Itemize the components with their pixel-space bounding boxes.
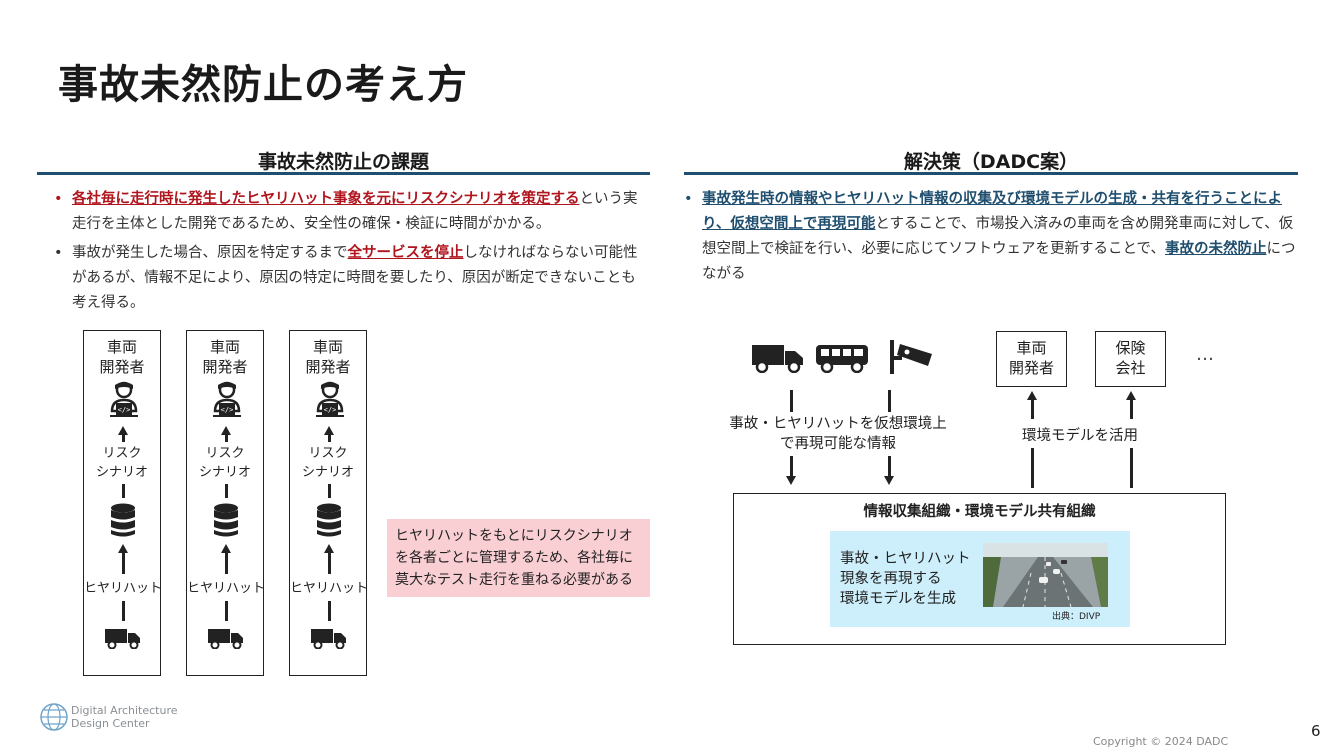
simulation-image xyxy=(983,543,1108,607)
flow-label-info: 事故・ヒヤリハットを仮想環境上 で再現可能な情報 xyxy=(729,416,947,452)
connector-line xyxy=(1129,448,1133,488)
bullet-dot: • xyxy=(684,191,693,207)
truck-icon xyxy=(311,629,346,649)
connector-line xyxy=(1030,399,1034,419)
left-bullet-2: • 事故が発生した場合、原因を特定するまで全サービスを停止しなければならない可能… xyxy=(54,241,650,316)
arrow-up-icon xyxy=(1126,391,1136,400)
right-heading: 解決策（DADC案） xyxy=(903,151,1079,173)
truck-icon xyxy=(208,629,243,649)
right-b1-end: につながる xyxy=(702,241,1296,282)
database-icon xyxy=(214,503,238,537)
svg-text:</>: </> xyxy=(221,406,234,414)
developer-label: 車両 開発者 xyxy=(99,338,145,376)
developer-column: 車両 開発者 </> リスク シナリオ ヒヤリハット xyxy=(289,330,368,676)
connector-line xyxy=(887,456,891,476)
bullet-dot: • xyxy=(54,191,63,207)
arrow-up-icon xyxy=(324,426,334,435)
security-camera-icon xyxy=(890,340,932,374)
right-heading-rule xyxy=(684,172,1298,175)
arrow-up-icon xyxy=(221,426,231,435)
developer-column: 車両 開発者 </> リスク シナリオ ヒヤリハット xyxy=(186,330,265,676)
database-icon xyxy=(317,503,341,537)
arrow-up-icon xyxy=(1027,391,1037,400)
connector-line xyxy=(789,456,793,476)
developer-person-icon: </> xyxy=(316,381,344,417)
developer-label: 車両 開発者 xyxy=(305,338,351,376)
insurance-company-box: 保険 会社 xyxy=(1095,331,1166,387)
copyright: Copyright © 2024 DADC xyxy=(1093,735,1229,748)
connector-line xyxy=(887,390,891,412)
model-generation-text: 事故・ヒヤリハット 現象を再現する 環境モデルを生成 xyxy=(840,551,971,607)
left-bullets: • 各社毎に走行時に発生したヒヤリハット事象を元にリスクシナリオを策定するという… xyxy=(54,187,650,320)
right-bullets: • 事故発生時の情報やヒヤリハット情報の収集及び環境モデルの生成・共有を行うこと… xyxy=(684,187,1298,291)
risk-scenario-label: リスク シナリオ xyxy=(301,446,354,480)
connector-line xyxy=(1129,399,1133,419)
image-source: 出典：DIVP xyxy=(1052,612,1101,622)
model-generation-box: 事故・ヒヤリハット 現象を再現する 環境モデルを生成 出典：DIVP xyxy=(830,531,1130,627)
arrow-up-icon xyxy=(118,544,128,553)
developer-person-icon: </> xyxy=(110,381,138,417)
connector-line xyxy=(327,484,331,498)
hiyari-label: ヒヤリハット xyxy=(83,581,162,596)
connector-line xyxy=(121,552,125,574)
dadc-logo-icon xyxy=(40,703,68,731)
vehicle-developer-box: 車両 開発者 xyxy=(996,331,1067,387)
svg-text:</>: </> xyxy=(118,406,131,414)
right-b1-text: とすることで、市場投入済みの車両を含め開発車両に対して、仮想空間上で検証を行い、… xyxy=(702,216,1294,257)
page-number: 6 xyxy=(1311,722,1321,740)
connector-line xyxy=(1030,448,1034,488)
developer-person-icon: </> xyxy=(213,381,241,417)
left-b1-highlight: 各社毎に走行時に発生したヒヤリハット事象を元にリスクシナリオを策定する xyxy=(72,191,580,207)
arrow-up-icon xyxy=(118,426,128,435)
developer-label: 車両 開発者 xyxy=(202,338,248,376)
left-bullet-1: • 各社毎に走行時に発生したヒヤリハット事象を元にリスクシナリオを策定するという… xyxy=(54,187,650,237)
arrow-up-icon xyxy=(324,544,334,553)
organization-title: 情報収集組織・環境モデル共有組織 xyxy=(863,504,1096,520)
arrow-down-icon xyxy=(786,476,796,485)
logo-line-2: Design Center xyxy=(71,717,150,730)
right-bullet-1: • 事故発生時の情報やヒヤリハット情報の収集及び環境モデルの生成・共有を行うこと… xyxy=(684,187,1298,287)
connector-line xyxy=(327,552,331,574)
right-b1-highlight-2: 事故の未然防止 xyxy=(1164,241,1267,257)
svg-text:</>: </> xyxy=(324,406,337,414)
hiyari-label: ヒヤリハット xyxy=(289,581,368,596)
connector-line xyxy=(327,601,331,621)
left-b2-highlight: 全サービスを停止 xyxy=(347,245,464,261)
risk-scenario-label: リスク シナリオ xyxy=(198,446,251,480)
flow-label-use-model: 環境モデルを活用 xyxy=(1022,428,1138,444)
developer-column: 車両 開発者 </> リスク シナリオ ヒヤリハット xyxy=(83,330,162,676)
left-heading: 事故未然防止の課題 xyxy=(257,151,429,173)
connector-line xyxy=(121,484,125,498)
logo-line-1: Digital Architecture xyxy=(71,704,178,717)
right-b1-highlight: 事故発生時の情報やヒヤリハット情報の収集及び環境モデルの生成・共有を行うことによ… xyxy=(702,191,1282,232)
connector-line xyxy=(224,552,228,574)
connector-line xyxy=(327,434,331,442)
left-b2-pre: 事故が発生した場合、原因を特定するまで xyxy=(72,245,348,261)
bus-icon xyxy=(816,345,868,373)
connector-line xyxy=(224,484,228,498)
connector-line xyxy=(224,601,228,621)
page-title: 事故未然防止の考え方 xyxy=(58,62,468,108)
note-box: ヒヤリハットをもとにリスクシナリオを各者ごとに管理するため、各社毎に莫大なテスト… xyxy=(387,519,650,597)
bullet-dot: • xyxy=(54,245,63,261)
truck-icon xyxy=(105,629,140,649)
connector-line xyxy=(224,434,228,442)
dadc-logo-text: Digital Architecture Design Center xyxy=(71,704,178,730)
more-ellipsis: … xyxy=(1196,344,1214,365)
left-heading-rule xyxy=(37,172,650,175)
hiyari-label: ヒヤリハット xyxy=(186,581,265,596)
organization-box: 情報収集組織・環境モデル共有組織 事故・ヒヤリハット 現象を再現する 環境モデル… xyxy=(733,493,1226,645)
arrow-down-icon xyxy=(884,476,894,485)
connector-line xyxy=(789,390,793,412)
connector-line xyxy=(121,601,125,621)
risk-scenario-label: リスク シナリオ xyxy=(95,446,148,480)
left-b1-text: という実走行を主体とした開発であるため、安全性の確保・検証に時間がかかる。 xyxy=(72,191,638,232)
database-icon xyxy=(111,503,135,537)
truck-icon xyxy=(752,345,803,373)
left-b2-text: しなければならない可能性があるが、情報不足により、原因の特定に時間を要したり、原… xyxy=(72,245,638,311)
arrow-up-icon xyxy=(221,544,231,553)
connector-line xyxy=(121,434,125,442)
